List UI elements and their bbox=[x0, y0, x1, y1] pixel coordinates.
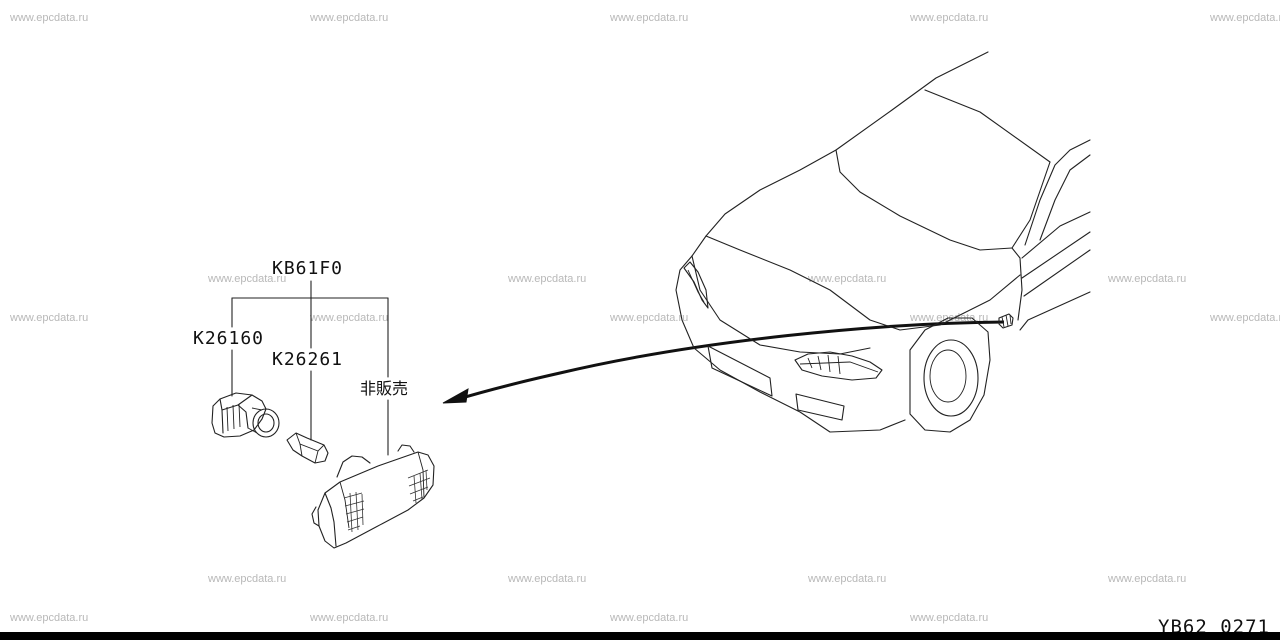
watermark: www.epcdata.ru bbox=[1107, 273, 1186, 285]
location-pointer-arrow bbox=[442, 313, 1014, 404]
watermark: www.epcdata.ru bbox=[1107, 573, 1186, 585]
side-marker-lamp-drawing bbox=[311, 444, 435, 549]
watermark: www.epcdata.ru bbox=[9, 312, 88, 324]
watermark: www.epcdata.ru bbox=[9, 12, 88, 24]
label-socket-part-number: K26160 bbox=[193, 328, 264, 349]
watermark: www.epcdata.ru bbox=[609, 312, 688, 324]
footer-bar bbox=[0, 632, 1280, 640]
watermark: www.epcdata.ru bbox=[1209, 12, 1280, 24]
watermark: www.epcdata.ru bbox=[909, 12, 988, 24]
watermark: www.epcdata.ru bbox=[309, 12, 388, 24]
watermark: www.epcdata.ru bbox=[807, 273, 886, 285]
label-bulb-part-number: K26261 bbox=[272, 349, 343, 370]
watermark: www.epcdata.ru bbox=[207, 573, 286, 585]
watermark: www.epcdata.ru bbox=[807, 573, 886, 585]
watermark: www.epcdata.ru bbox=[309, 312, 388, 324]
label-not-for-sale-note: 非販売 bbox=[360, 379, 408, 398]
bulb-socket-drawing bbox=[211, 392, 280, 438]
watermark: www.epcdata.ru bbox=[207, 273, 286, 285]
watermark: www.epcdata.ru bbox=[507, 273, 586, 285]
label-assembly-part-number: KB61F0 bbox=[272, 258, 343, 279]
wedge-bulb-drawing bbox=[286, 432, 329, 464]
leader-lines bbox=[231, 280, 389, 456]
vehicle-front-drawing bbox=[675, 51, 1091, 433]
watermark: www.epcdata.ru bbox=[9, 612, 88, 624]
watermark: www.epcdata.ru bbox=[1209, 312, 1280, 324]
watermark: www.epcdata.ru bbox=[507, 573, 586, 585]
watermark: www.epcdata.ru bbox=[309, 612, 388, 624]
watermark: www.epcdata.ru bbox=[609, 612, 688, 624]
watermark: www.epcdata.ru bbox=[909, 612, 988, 624]
watermark: www.epcdata.ru bbox=[609, 12, 688, 24]
watermark-layer: www.epcdata.ru www.epcdata.ru www.epcdat… bbox=[9, 12, 1280, 624]
